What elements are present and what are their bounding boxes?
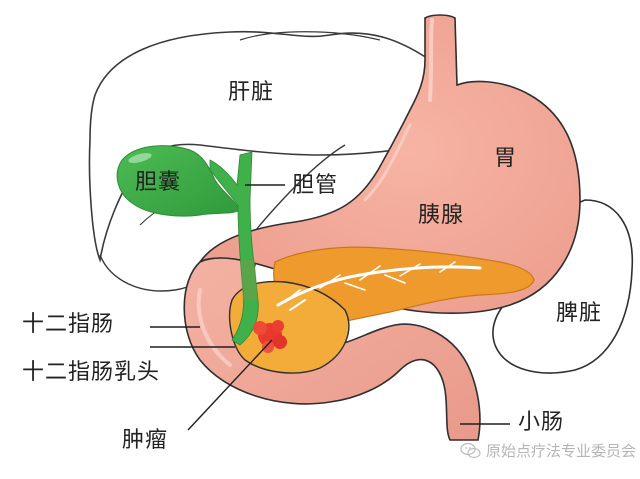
label-pancreas: 胰腺 <box>418 203 465 228</box>
watermark-text: 原始点疗法专业委员会 <box>486 442 637 460</box>
label-gallbladder: 胆囊 <box>135 170 182 195</box>
pancreas <box>229 246 535 374</box>
bile-duct <box>209 151 259 346</box>
wechat-icon <box>460 442 481 458</box>
label-spleen: 脾脏 <box>556 301 603 326</box>
label-liver: 肝脏 <box>228 80 275 105</box>
label-duodenum: 十二指肠 <box>22 312 115 337</box>
label-bile-duct: 胆管 <box>292 173 339 198</box>
label-small-intestine: 小肠 <box>518 410 565 435</box>
watermark: 原始点疗法专业委员会 <box>460 440 636 461</box>
leader-lines <box>150 184 510 431</box>
label-tumor: 肿瘤 <box>122 428 169 453</box>
label-stomach: 胃 <box>494 146 518 171</box>
tumor <box>253 320 287 353</box>
label-duodenal-papilla: 十二指肠乳头 <box>22 360 161 385</box>
